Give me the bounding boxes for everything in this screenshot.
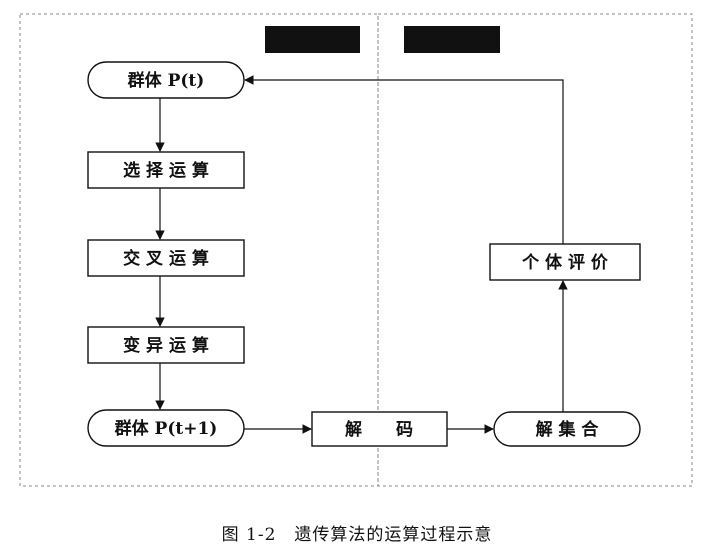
solution-set-label: 解 集 合 [536,419,600,440]
mutation-node [87,326,245,364]
population-t1-node [87,409,245,447]
decode-node [311,411,448,447]
selection-label: 选 择 运 算 [123,160,209,181]
population-t1-label: 群体 P(t+1) [115,418,218,439]
left-panel-border [19,13,379,487]
right-panel-border [377,13,693,487]
solution-set-node [493,411,641,447]
population-t-label: 群体 P(t) [128,70,205,91]
selection-node [87,151,245,189]
evaluation-node [489,243,641,281]
right-header-redaction [404,26,500,53]
mutation-label: 变 异 运 算 [123,335,209,356]
crossover-node [87,239,245,277]
arrow-evaluation-to-population [244,75,564,244]
evaluation-label: 个 体 评 价 [521,252,609,273]
crossover-label: 交 叉 运 算 [123,248,209,269]
decode-label: 解 码 [345,419,413,440]
left-header-redaction [265,26,360,53]
figure-caption: 图 1-2 遗传算法的运算过程示意 [221,525,493,545]
population-t-node [87,61,245,99]
